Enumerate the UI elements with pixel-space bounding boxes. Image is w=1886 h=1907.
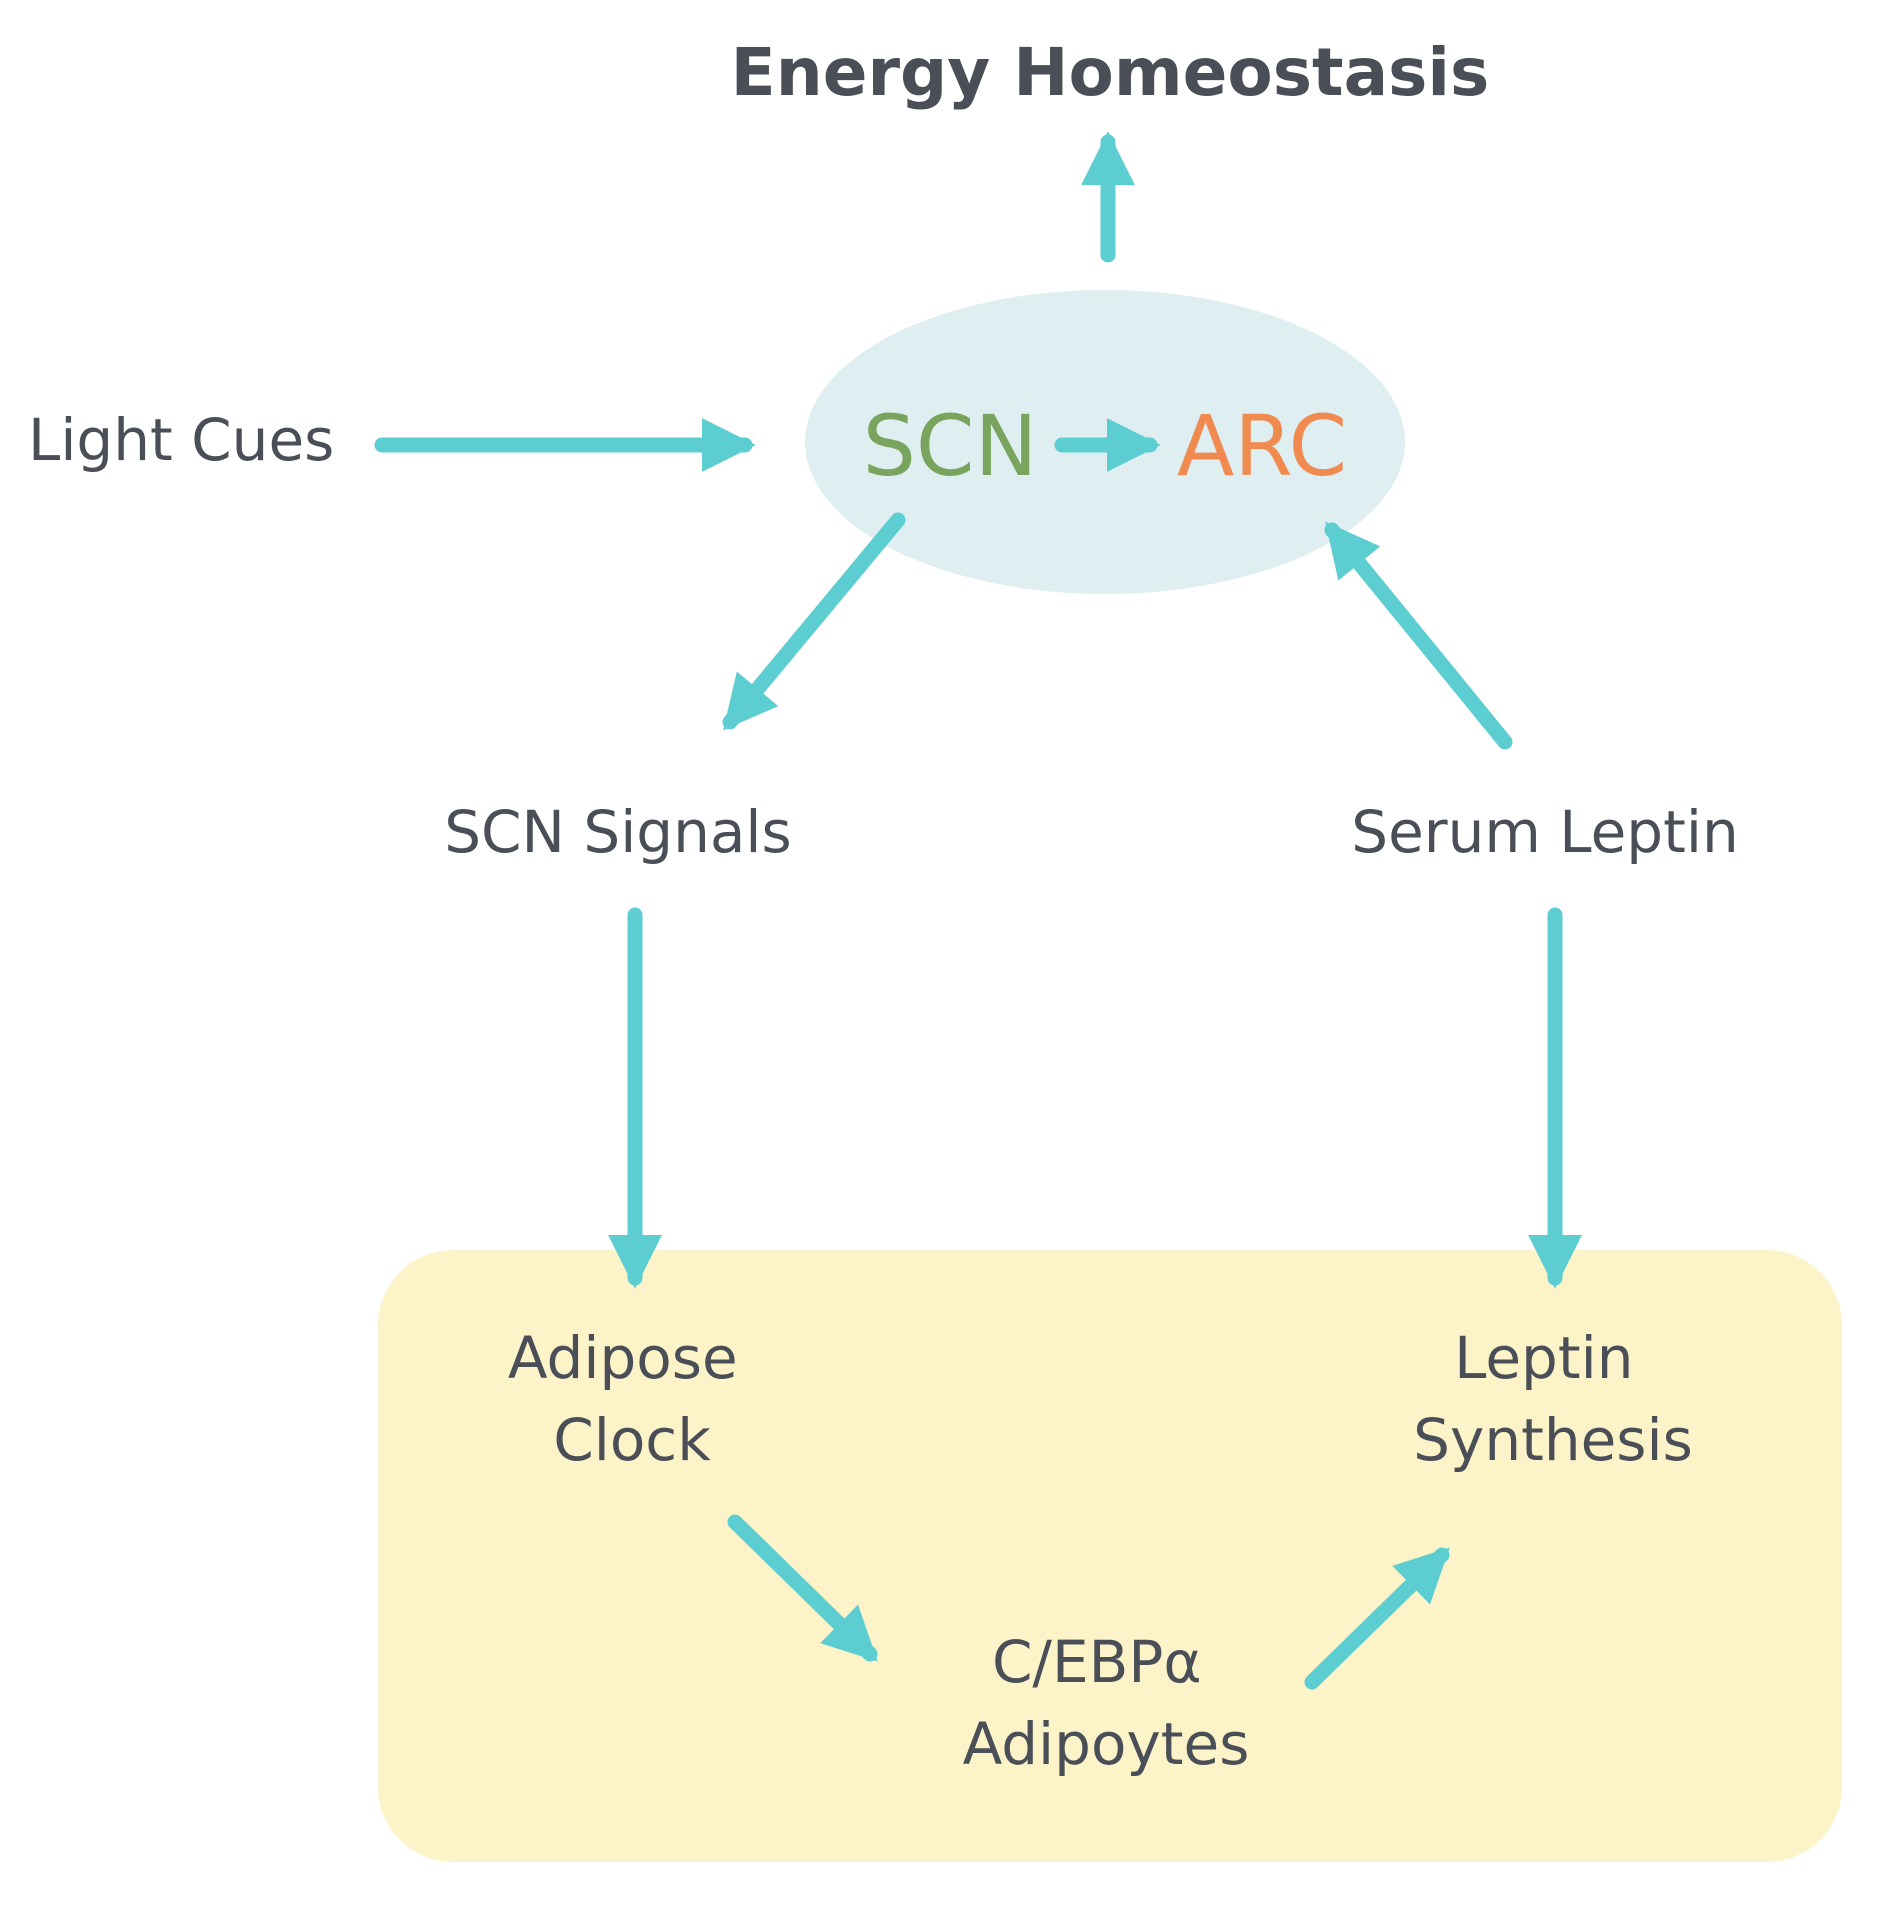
cebpa-adipocytes-line-1: C/EBPα xyxy=(992,1628,1202,1696)
arrow-serum-leptin-to-arc xyxy=(1324,521,1513,750)
light-cues-label: Light Cues xyxy=(28,406,334,474)
energy-homeostasis-label: Energy Homeostasis xyxy=(731,34,1490,111)
scn-signals-label: SCN Signals xyxy=(444,798,792,866)
adipose-clock-line-2: Clock xyxy=(553,1406,711,1474)
adipose-clock-label: Adipose Clock xyxy=(508,1324,756,1474)
adipose-tissue-panel xyxy=(378,1250,1842,1862)
arrow-scn-to-scn-signals xyxy=(722,512,906,731)
arrow-cebpa-adipocytes-to-leptin-synthesis xyxy=(1304,1547,1450,1690)
serum-leptin-label: Serum Leptin xyxy=(1351,798,1738,866)
edge-arrows xyxy=(374,131,1582,1690)
cebpa-adipocytes-label: C/EBPα Adipoytes xyxy=(963,1628,1250,1778)
cebpa-adipocytes-line-2: Adipoytes xyxy=(963,1710,1250,1778)
arc-label: ARC xyxy=(1177,397,1347,495)
scn-label: SCN xyxy=(863,397,1038,495)
leptin-synthesis-line-1: Leptin xyxy=(1454,1324,1633,1392)
leptin-synthesis-line-2: Synthesis xyxy=(1413,1406,1693,1474)
arrow-adipose-clock-to-cebpa-adipocytes xyxy=(727,1514,878,1662)
leptin-synthesis-label: Leptin Synthesis xyxy=(1413,1324,1693,1474)
adipose-clock-line-1: Adipose xyxy=(508,1324,738,1392)
